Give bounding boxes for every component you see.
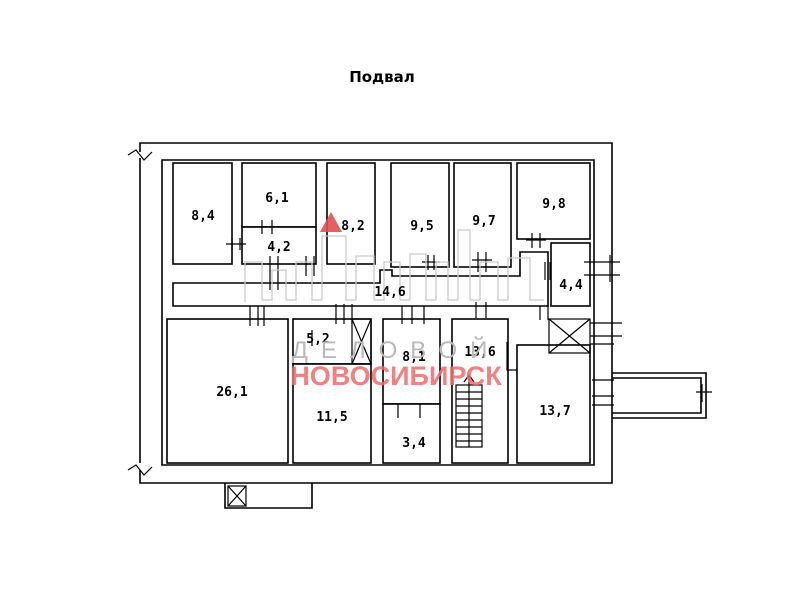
room-area-label: 9,5 — [410, 219, 433, 234]
room-area-label: 8,2 — [341, 219, 364, 234]
room-area-label: 14,6 — [374, 285, 405, 300]
watermark-title: ДЕЛОВОЙ — [292, 336, 501, 364]
door-marks — [226, 220, 712, 418]
room-r14 — [382, 403, 441, 464]
room-area-label: 4,2 — [267, 240, 290, 255]
room-area-label: 8,4 — [191, 209, 215, 224]
room-r11 — [292, 318, 372, 365]
room-r1 — [172, 162, 233, 265]
room-area-label: 13,6 — [464, 345, 495, 360]
room-area-label: 8,1 — [402, 350, 426, 365]
watermark-triangle-icon — [320, 212, 342, 232]
room-area-label: 11,5 — [316, 410, 347, 425]
room-r12 — [292, 363, 372, 464]
watermark-skyline — [244, 212, 544, 302]
floor-title: Подвал — [349, 68, 415, 86]
room-r3 — [241, 226, 317, 265]
room-area-label: 9,8 — [542, 197, 566, 212]
room-area-label: 3,4 — [402, 436, 426, 451]
room-area-label: 9,7 — [472, 214, 495, 229]
room-r16 — [516, 344, 591, 464]
room-r15 — [451, 318, 509, 464]
room-r9 — [172, 251, 549, 307]
vent-box — [351, 318, 372, 365]
room-r4 — [326, 162, 376, 265]
room-area-label: 13,7 — [539, 404, 570, 419]
watermark-city: НОВОСИБИРСК — [290, 361, 502, 391]
annex-right — [612, 372, 707, 419]
room-area-label: 6,1 — [265, 191, 289, 206]
room-area-label: 5,2 — [306, 332, 329, 347]
room-r6 — [453, 162, 512, 268]
room-area-label: 4,4 — [559, 278, 583, 293]
room-r5 — [390, 162, 450, 268]
room-r7 — [516, 162, 591, 240]
outer-walls — [127, 142, 613, 484]
stairs — [455, 373, 483, 448]
room-area-label: 26,1 — [216, 385, 247, 400]
annex-bottom — [224, 483, 313, 509]
room-r10 — [166, 318, 289, 464]
